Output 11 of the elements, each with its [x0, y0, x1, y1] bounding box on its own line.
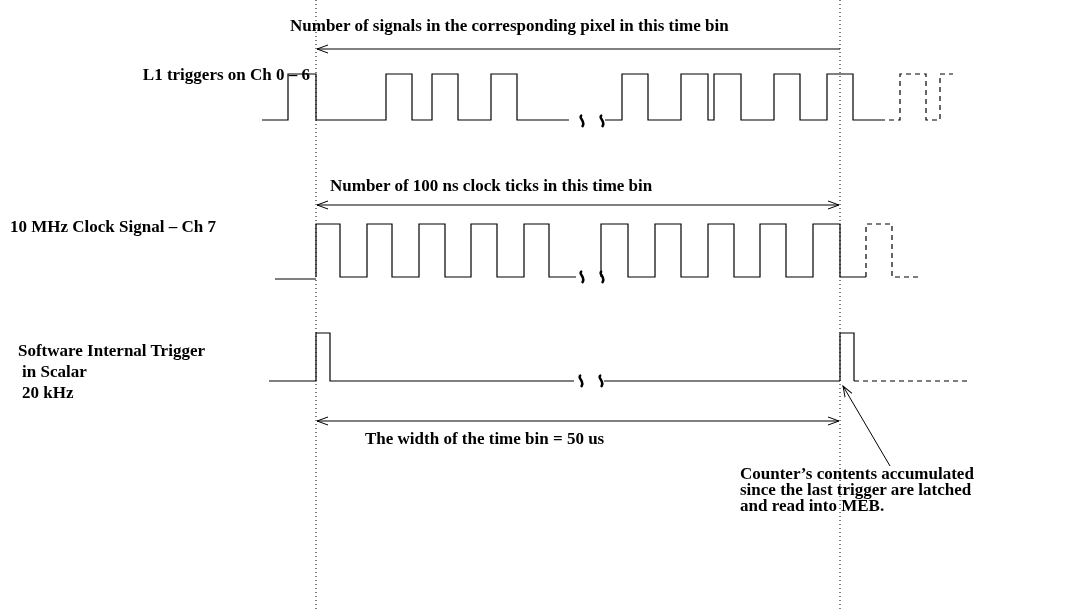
trigger-pulse: [840, 333, 854, 381]
text-label: 10 MHz Clock Signal – Ch 7: [10, 218, 216, 235]
text-label: Software Internal Trigger: [18, 342, 205, 359]
text-label: The width of the time bin = 50 us: [365, 430, 605, 447]
text-label: L1 triggers on Ch 0 – 6: [142, 66, 310, 83]
text-label: in Scalar: [22, 363, 87, 380]
text-label: Number of signals in the corresponding pixel in this time bin: [290, 17, 729, 34]
text-label: 20 kHz: [22, 384, 74, 401]
callout-text: Counter’s contents accumulated since the last trigger are latched and read into MEB.: [740, 466, 1002, 526]
text-label: Number of 100 ns clock ticks in this time bin: [330, 177, 653, 194]
leader-line: [842, 385, 891, 467]
